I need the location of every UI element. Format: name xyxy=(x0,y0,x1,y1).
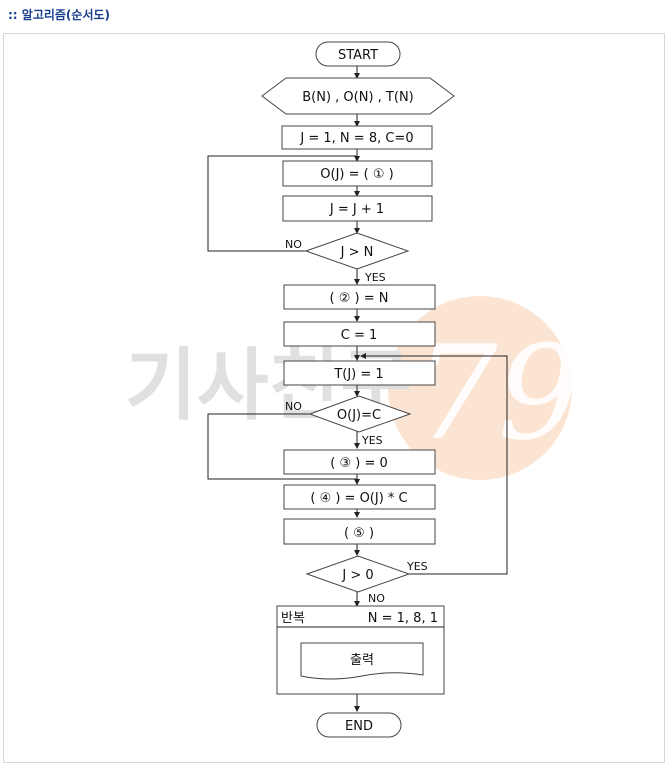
loop-label: 반복 xyxy=(281,611,305,626)
decision2-no: NO xyxy=(285,400,302,413)
decision-oj-eq-c: O(J)=C NO YES xyxy=(285,395,412,447)
start-terminal: START xyxy=(315,41,401,67)
output-label: 출력 xyxy=(350,653,374,668)
init-label: J = 1, N = 8, C=0 xyxy=(299,131,413,146)
t-eq-1-node: T(J) = 1 xyxy=(283,360,436,386)
decision3-label: J > 0 xyxy=(341,568,373,583)
blank4-node: ( ④ ) = O(J) * C xyxy=(283,484,436,510)
assign-o-label: O(J) = ( ① ) xyxy=(320,167,393,182)
blank3-node: ( ③ ) = 0 xyxy=(283,449,436,475)
content-frame xyxy=(3,33,665,763)
decision3-no: NO xyxy=(368,592,385,605)
blank5-node: ( ⑤ ) xyxy=(283,518,436,545)
blank5-label: ( ⑤ ) xyxy=(344,526,374,541)
decision-j-gt-0: J > 0 YES NO xyxy=(305,555,428,605)
watermark: 기사친구 79 xyxy=(125,296,580,480)
loop-range: N = 1, 8, 1 xyxy=(368,611,438,626)
blank4-label: ( ④ ) = O(J) * C xyxy=(310,491,407,506)
output-document-shape xyxy=(300,642,424,680)
decision-j-gt-n: J > N NO YES xyxy=(285,232,410,284)
loop-node: 반복 N = 1, 8, 1 출력 xyxy=(276,605,445,695)
t-eq-1-label: T(J) = 1 xyxy=(333,367,383,382)
c-eq-1-node: C = 1 xyxy=(283,321,436,347)
assign-o-node: O(J) = ( ① ) xyxy=(282,160,433,187)
decision1-yes: YES xyxy=(364,271,386,284)
init-node: J = 1, N = 8, C=0 xyxy=(281,125,433,150)
incr-j-label: J = J + 1 xyxy=(329,202,384,217)
blank3-label: ( ③ ) = 0 xyxy=(330,456,388,471)
end-label: END xyxy=(345,719,373,734)
end-terminal: END xyxy=(316,712,402,738)
connectors xyxy=(207,66,508,712)
decision1-no: NO xyxy=(285,238,302,251)
decision1-label: J > N xyxy=(340,245,374,260)
declare-label: B(N) , O(N) , T(N) xyxy=(302,90,414,105)
decision3-yes: YES xyxy=(406,560,428,573)
c-eq-1-label: C = 1 xyxy=(341,328,378,343)
declare-node: B(N) , O(N) , T(N) xyxy=(261,77,455,115)
incr-j-node: J = J + 1 xyxy=(282,195,433,222)
start-label: START xyxy=(338,48,378,63)
decision2-label: O(J)=C xyxy=(337,408,381,423)
blank2-label: ( ② ) = N xyxy=(330,291,389,306)
page-title: :: 알고리즘(순서도) xyxy=(8,8,111,22)
watermark-number: 79 xyxy=(415,317,580,469)
blank2-node: ( ② ) = N xyxy=(283,284,436,310)
decision2-yes: YES xyxy=(361,434,383,447)
